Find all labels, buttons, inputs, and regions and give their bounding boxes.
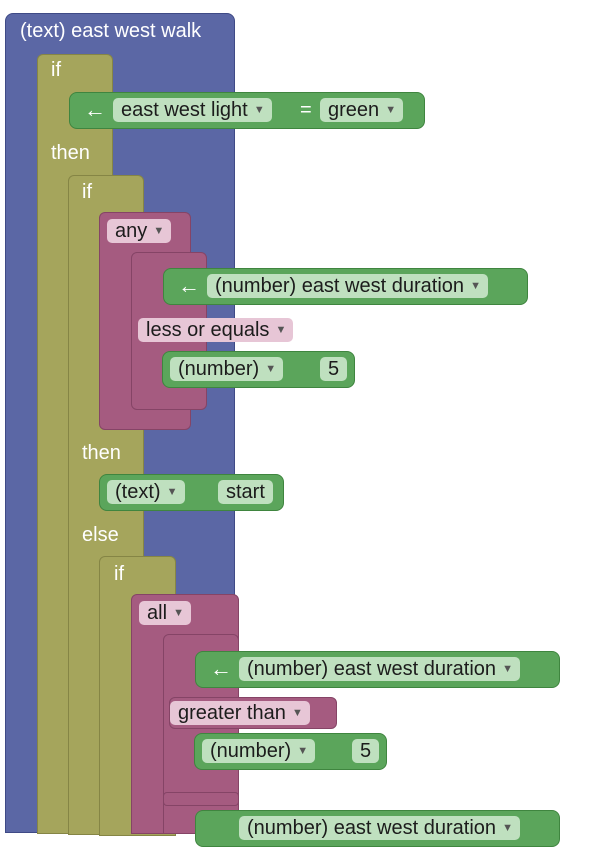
left-arrow-icon: ← xyxy=(210,656,232,681)
all-mode-dropdown[interactable]: all▼ xyxy=(139,601,192,625)
value-dropdown[interactable]: green▼ xyxy=(320,98,404,122)
number-field-1[interactable]: 5 xyxy=(320,357,348,381)
else-if-label: if xyxy=(114,563,124,585)
procedure-title: (text) east west walk xyxy=(20,20,202,42)
number-type-dropdown-2[interactable]: (number)▼ xyxy=(202,739,316,763)
left-arrow-icon: ← xyxy=(178,273,200,298)
duration-dropdown-2[interactable]: (number) east west duration▼ xyxy=(239,657,521,681)
inner-then-label: then xyxy=(82,442,121,464)
list-divider xyxy=(163,792,239,806)
left-arrow-icon: ← xyxy=(84,97,106,122)
outer-then-label: then xyxy=(51,142,90,164)
equals-operator: = xyxy=(300,99,312,121)
number-field-2[interactable]: 5 xyxy=(352,739,380,763)
inner-if-label: if xyxy=(82,181,92,203)
any-mode-dropdown[interactable]: any▼ xyxy=(107,219,172,243)
number-type-dropdown-1[interactable]: (number)▼ xyxy=(170,357,284,381)
else-label: else xyxy=(82,524,119,546)
compare-dropdown-1[interactable]: less or equals▼ xyxy=(138,318,294,342)
variable-dropdown[interactable]: east west light▼ xyxy=(113,98,272,122)
duration-dropdown-1[interactable]: (number) east west duration▼ xyxy=(207,274,489,298)
compare-dropdown-2[interactable]: greater than▼ xyxy=(170,701,310,725)
duration-dropdown-3[interactable]: (number) east west duration▼ xyxy=(239,816,521,840)
text-value-field[interactable]: start xyxy=(218,480,273,504)
text-type-dropdown[interactable]: (text)▼ xyxy=(107,480,185,504)
outer-if-label: if xyxy=(51,59,61,81)
